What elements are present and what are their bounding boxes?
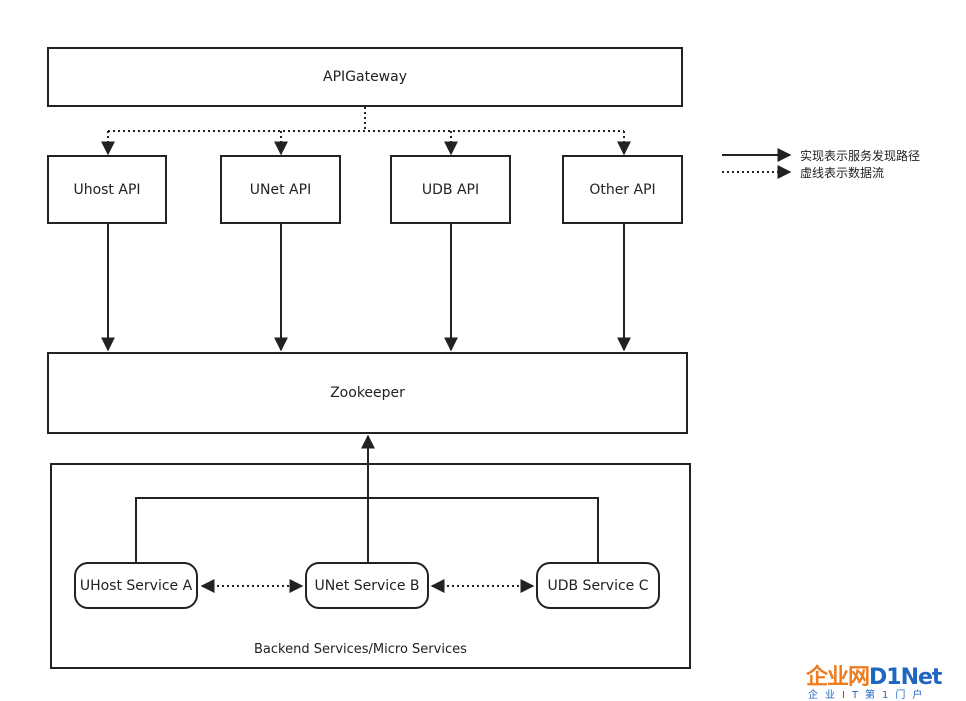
udb-service-c-label: UDB Service C — [547, 577, 649, 594]
other-api-label: Other API — [589, 181, 656, 198]
udb-service-c-box: UDB Service C — [536, 562, 660, 609]
uhost-api-label: Uhost API — [73, 181, 141, 198]
uhost-api-box: Uhost API — [47, 155, 167, 224]
legend-markers — [722, 148, 792, 179]
legend-dotted-label: 虚线表示数据流 — [800, 166, 885, 180]
watermark-cn: 企业网 — [806, 665, 870, 690]
zookeeper-label: Zookeeper — [330, 385, 405, 401]
gateway-dataflow-connectors — [101, 107, 631, 156]
watermark-en: D1Net — [869, 665, 942, 690]
api-gateway-box: APIGateway — [47, 47, 683, 107]
uhost-service-a-label: UHost Service A — [79, 577, 193, 594]
uhost-service-a-box: UHost Service A — [74, 562, 198, 609]
unet-service-b-label: UNet Service B — [314, 577, 420, 594]
discovery-connectors — [101, 224, 631, 352]
zookeeper-box: Zookeeper — [47, 352, 688, 434]
watermark-sub: 企业IT第1门户 — [808, 690, 930, 701]
unet-api-box: UNet API — [220, 155, 341, 224]
backend-services-frame — [50, 463, 691, 669]
udb-api-box: UDB API — [390, 155, 511, 224]
legend-solid-label: 实现表示服务发现路径 — [800, 149, 921, 163]
registration-connectors — [135, 434, 599, 562]
other-api-box: Other API — [562, 155, 683, 224]
d1net-watermark-logo: 企业网D1Net 企业IT第1门户 — [806, 659, 964, 701]
udb-api-label: UDB API — [421, 181, 480, 198]
api-gateway-label: APIGateway — [323, 69, 407, 85]
unet-service-b-box: UNet Service B — [305, 562, 429, 609]
unet-api-label: UNet API — [249, 181, 312, 198]
backend-services-caption: Backend Services/Micro Services — [254, 642, 467, 657]
